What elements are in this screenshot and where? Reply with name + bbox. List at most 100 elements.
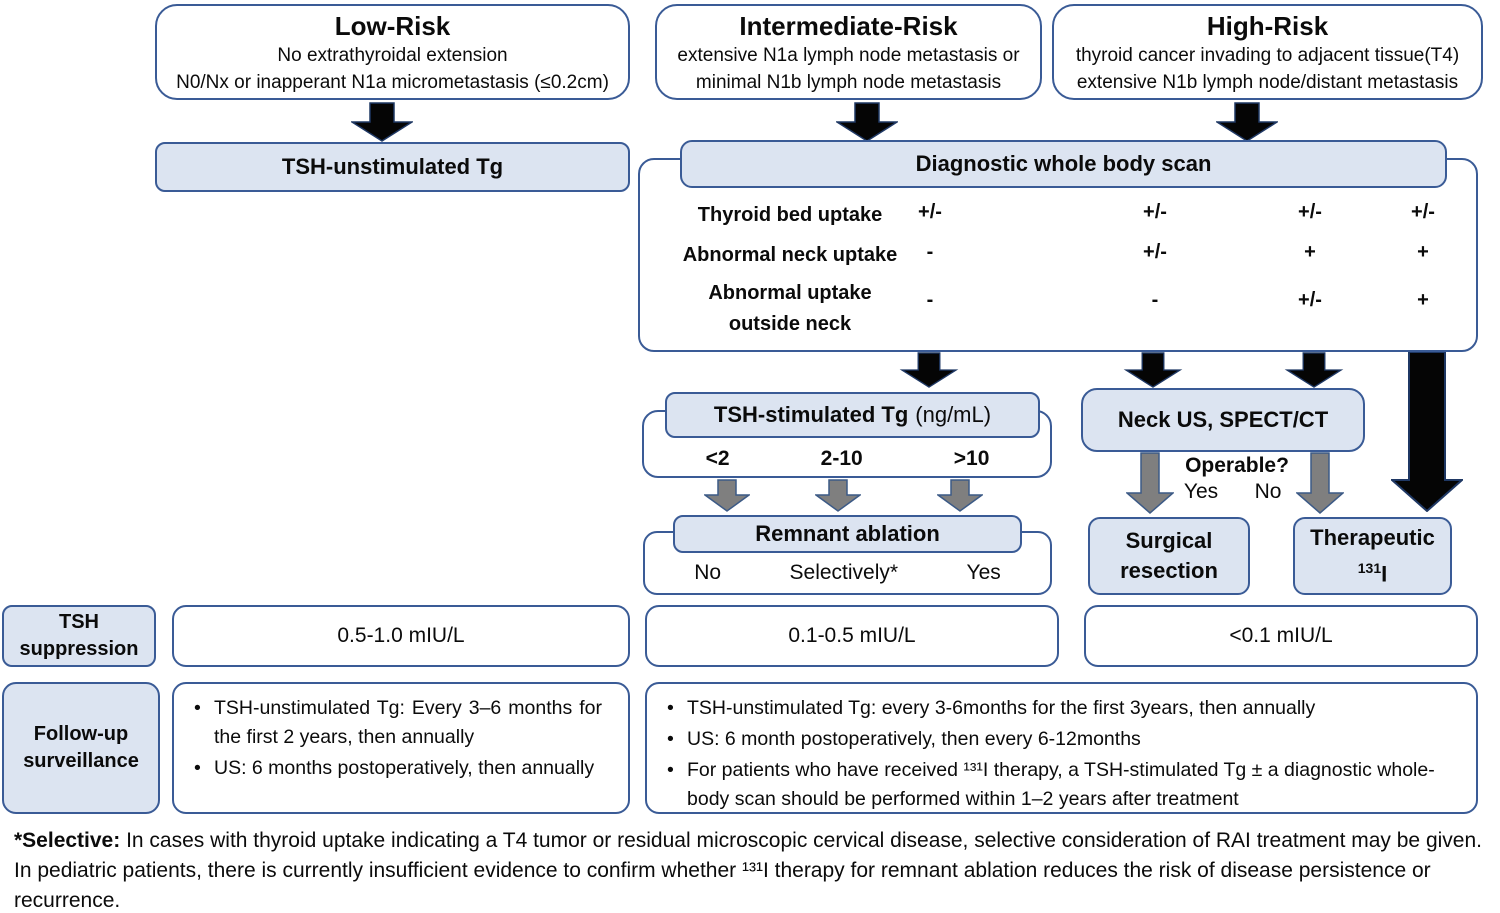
down-arrow-icon [899, 352, 959, 388]
scan-header: Diagnostic whole body scan [680, 140, 1447, 188]
scan-row-label: Abnormal uptake outside neck [708, 282, 872, 335]
scan-value: +/- [1143, 241, 1167, 263]
high-risk-line-2: extensive N1b lymph node/distant metasta… [1076, 72, 1459, 93]
high-risk-line-1: thyroid cancer invading to adjacent tiss… [1075, 45, 1460, 66]
bullet-item: For patients who have received ¹³¹I ther… [663, 756, 1464, 814]
option-yes: Yes [966, 561, 1001, 584]
follow-up-label-1: Follow-up [33, 723, 129, 745]
follow-up-low-box: TSH-unstimulated Tg: Every 3–6 months fo… [172, 682, 630, 814]
down-arrow-icon [836, 102, 898, 142]
remnant-ablation-options: No Selectively* Yes [660, 555, 1035, 591]
isotope-symbol: I [1381, 561, 1388, 587]
scan-value: + [1417, 241, 1429, 263]
intermediate-risk-title: Intermediate-Risk [739, 11, 958, 41]
follow-up-low-bullets: TSH-unstimulated Tg: Every 3–6 months fo… [174, 684, 628, 793]
tsh-suppression-label-box: TSH suppression [2, 605, 156, 667]
low-risk-line-1: No extrathyroidal extension [277, 45, 508, 66]
stimulated-tg-title: TSH-stimulated Tg [713, 402, 909, 427]
tsh-suppression-high-value: <0.1 mIU/L [1229, 624, 1333, 647]
scan-row: Thyroid bed uptake +/- +/- +/- +/- [638, 196, 1478, 236]
scan-value: +/- [1298, 201, 1322, 223]
scan-value: + [1417, 289, 1429, 311]
therapeutic-i131-box: Therapeutic 131I [1293, 517, 1452, 595]
tsh-unstimulated-tg-label: TSH-unstimulated Tg [281, 154, 504, 179]
operable-question-text: Operable? [1185, 454, 1289, 477]
gray-down-arrow-icon [815, 479, 861, 512]
scan-row: Abnormal uptake outside neck - - +/- + [638, 276, 1478, 342]
scan-row-label: Thyroid bed uptake [697, 204, 883, 226]
threshold-high: >10 [953, 447, 990, 470]
scan-value: +/- [918, 201, 942, 223]
scan-group: Diagnostic whole body scan Thyroid bed u… [638, 140, 1478, 352]
scan-row-label: Abnormal neck uptake [682, 244, 898, 266]
surgical-line-1: Surgical [1125, 528, 1213, 553]
down-arrow-icon [1284, 352, 1344, 388]
threshold-low: <2 [705, 447, 730, 470]
follow-up-label-2: surveillance [23, 750, 139, 772]
therapeutic-isotope: 131I [1358, 553, 1387, 589]
neck-us-box: Neck US, SPECT/CT [1081, 388, 1365, 452]
surgical-resection-box: Surgical resection [1088, 517, 1250, 595]
scan-value: +/- [1411, 201, 1435, 223]
low-risk-box: Low-Risk No extrathyroidal extension N0/… [155, 4, 630, 100]
low-risk-line-2: N0/Nx or inapperant N1a micrometastasis … [176, 72, 609, 93]
scan-value: - [926, 241, 934, 263]
option-no: No [694, 561, 722, 584]
option-selectively: Selectively* [789, 561, 899, 584]
operable-question: Operable? [1177, 454, 1297, 478]
low-risk-title: Low-Risk [334, 11, 451, 41]
footnote-text: In cases with thyroid uptake indicating … [14, 829, 1482, 912]
tsh-suppression-low-value: 0.5-1.0 mIU/L [337, 624, 465, 647]
stimulated-tg-thresholds: <2 2-10 >10 [660, 441, 1035, 477]
bullet-item: TSH-unstimulated Tg: every 3-6months for… [663, 694, 1464, 723]
tsh-suppression-label-1: TSH [59, 611, 99, 633]
scan-table-box [638, 158, 1478, 352]
down-arrow-long-icon [1391, 352, 1463, 512]
high-risk-box: High-Risk thyroid cancer invading to adj… [1052, 4, 1483, 100]
down-arrow-icon [1216, 102, 1278, 142]
isotope-mass-number: 131 [1357, 559, 1382, 576]
intermediate-risk-line-2: minimal N1b lymph node metastasis [695, 72, 1002, 93]
operable-no-text: No [1254, 480, 1282, 503]
bullet-item: TSH-unstimulated Tg: Every 3–6 months fo… [190, 694, 616, 752]
gray-down-arrow-icon [1296, 452, 1344, 514]
tsh-suppression-intermediate: 0.1-0.5 mIU/L [645, 605, 1059, 667]
tsh-suppression-intermediate-value: 0.1-0.5 mIU/L [788, 624, 916, 647]
bullet-item: US: 6 month postoperatively, then every … [663, 725, 1464, 754]
gray-down-arrow-icon [704, 479, 750, 512]
remnant-ablation-header: Remnant ablation [673, 515, 1022, 553]
down-arrow-icon [1123, 352, 1183, 388]
scan-value: - [1151, 289, 1159, 311]
stimulated-tg-header: TSH-stimulated Tg (ng/mL) [665, 392, 1040, 438]
tsh-suppression-label-2: suppression [19, 638, 139, 660]
tsh-suppression-low: 0.5-1.0 mIU/L [172, 605, 630, 667]
gray-down-arrow-icon [1126, 452, 1174, 514]
stimulated-tg-unit: (ng/mL) [915, 402, 992, 427]
footnote: *Selective: In cases with thyroid uptake… [14, 826, 1488, 913]
scan-value: +/- [1143, 201, 1167, 223]
neck-us-title: Neck US, SPECT/CT [1117, 407, 1329, 432]
tsh-unstimulated-tg-box: TSH-unstimulated Tg [155, 142, 630, 192]
therapeutic-line-1: Therapeutic [1310, 524, 1435, 550]
follow-up-other-bullets: TSH-unstimulated Tg: every 3-6months for… [647, 684, 1476, 824]
operable-yes-text: Yes [1183, 480, 1219, 503]
scan-value: +/- [1298, 289, 1322, 311]
bullet-item: US: 6 months postoperatively, then annua… [190, 754, 616, 783]
surgical-line-2: resection [1120, 558, 1218, 583]
tsh-suppression-high: <0.1 mIU/L [1084, 605, 1478, 667]
operable-yes-label: Yes [1178, 480, 1224, 504]
scan-value: + [1304, 241, 1316, 263]
gray-down-arrow-icon [937, 479, 983, 512]
down-arrow-icon [351, 102, 413, 142]
operable-no-label: No [1245, 480, 1291, 504]
high-risk-title: High-Risk [1206, 11, 1329, 41]
scan-row: Abnormal neck uptake - +/- + + [638, 236, 1478, 276]
scan-title: Diagnostic whole body scan [915, 151, 1212, 176]
scan-value: - [926, 289, 934, 311]
threshold-mid: 2-10 [820, 447, 863, 470]
follow-up-other-box: TSH-unstimulated Tg: every 3-6months for… [645, 682, 1478, 814]
footnote-lead: *Selective: [14, 829, 121, 852]
intermediate-risk-line-1: extensive N1a lymph node metastasis or [677, 45, 1020, 66]
remnant-ablation-title: Remnant ablation [755, 521, 940, 546]
